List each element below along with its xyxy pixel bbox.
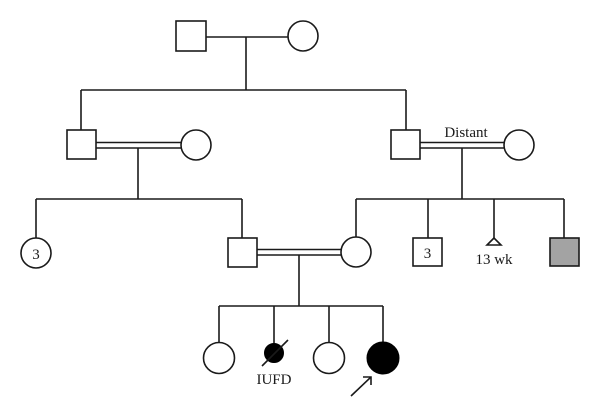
male-III-6-gray bbox=[549, 237, 580, 267]
female-III-3 bbox=[340, 236, 372, 268]
sibship-III-right: 3 13 wk bbox=[355, 198, 580, 268]
female-IV-4-proband bbox=[366, 341, 400, 375]
male-II-3 bbox=[390, 129, 421, 160]
distant-label: Distant bbox=[444, 125, 488, 141]
couple-II-left bbox=[66, 129, 212, 199]
deceased-slash bbox=[261, 339, 289, 367]
count-label-sisters: 3 bbox=[32, 247, 40, 263]
generation-1 bbox=[175, 20, 319, 90]
male-III-4-multiple bbox=[412, 237, 443, 267]
miscarriage-triangle bbox=[485, 236, 503, 246]
sibship-III-left: 3 bbox=[20, 198, 243, 269]
female-IV-3 bbox=[312, 341, 346, 375]
iufd-label: IUFD bbox=[256, 372, 291, 388]
female-II-2 bbox=[180, 129, 212, 161]
female-IV-1 bbox=[202, 341, 236, 375]
proband-arrow-icon bbox=[350, 376, 372, 397]
proband-arrow-head bbox=[363, 376, 372, 385]
proband-arrow-shaft bbox=[350, 376, 372, 397]
female-grandmother bbox=[287, 20, 319, 52]
couple-II-right: Distant bbox=[390, 125, 535, 199]
female-III-1-multiple bbox=[20, 237, 52, 269]
male-II-1 bbox=[66, 129, 97, 160]
sibship-IV: IUFD bbox=[202, 305, 400, 397]
couple-III bbox=[227, 236, 372, 306]
female-II-4 bbox=[503, 129, 535, 161]
miscarriage-label: 13 wk bbox=[475, 252, 513, 268]
male-III-2 bbox=[227, 237, 258, 268]
count-label-brothers: 3 bbox=[424, 246, 432, 262]
male-grandfather bbox=[175, 20, 207, 52]
